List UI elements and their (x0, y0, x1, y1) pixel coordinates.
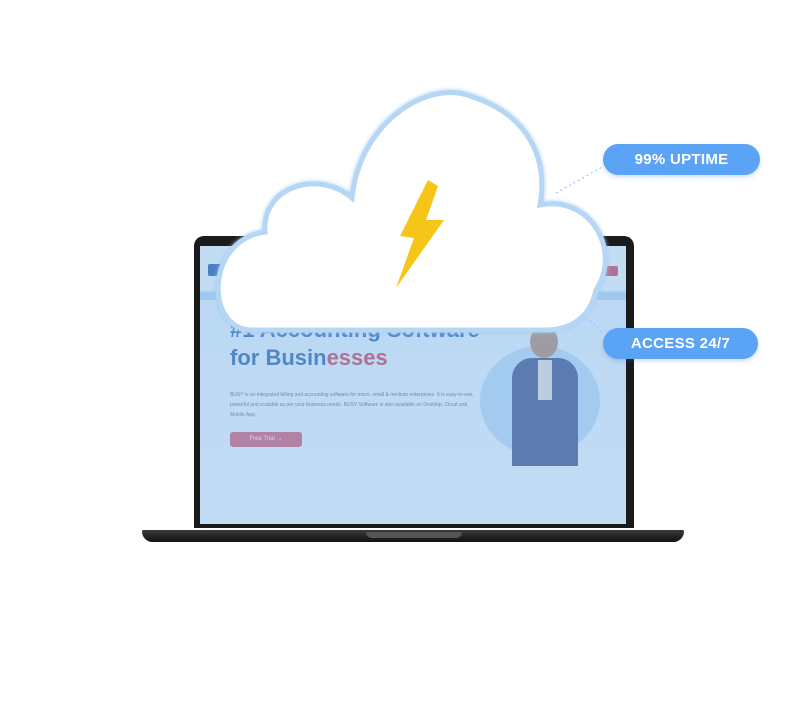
uptime-badge: 99% UPTIME (603, 144, 760, 175)
lightning-bolt-icon (396, 180, 444, 288)
hero-title-line2-a: for Busin (230, 345, 327, 370)
access-badge: ACCESS 24/7 (603, 328, 758, 359)
hero-title-line2-b: esses (326, 345, 388, 370)
connector-line-uptime (555, 165, 605, 194)
website-nav-button (604, 266, 618, 276)
person-shirt (538, 360, 552, 400)
hero-description: BUSY is an integrated billing and accoun… (230, 392, 474, 418)
laptop-notch (366, 532, 462, 538)
free-trial-button: Free Trial → (230, 432, 302, 447)
